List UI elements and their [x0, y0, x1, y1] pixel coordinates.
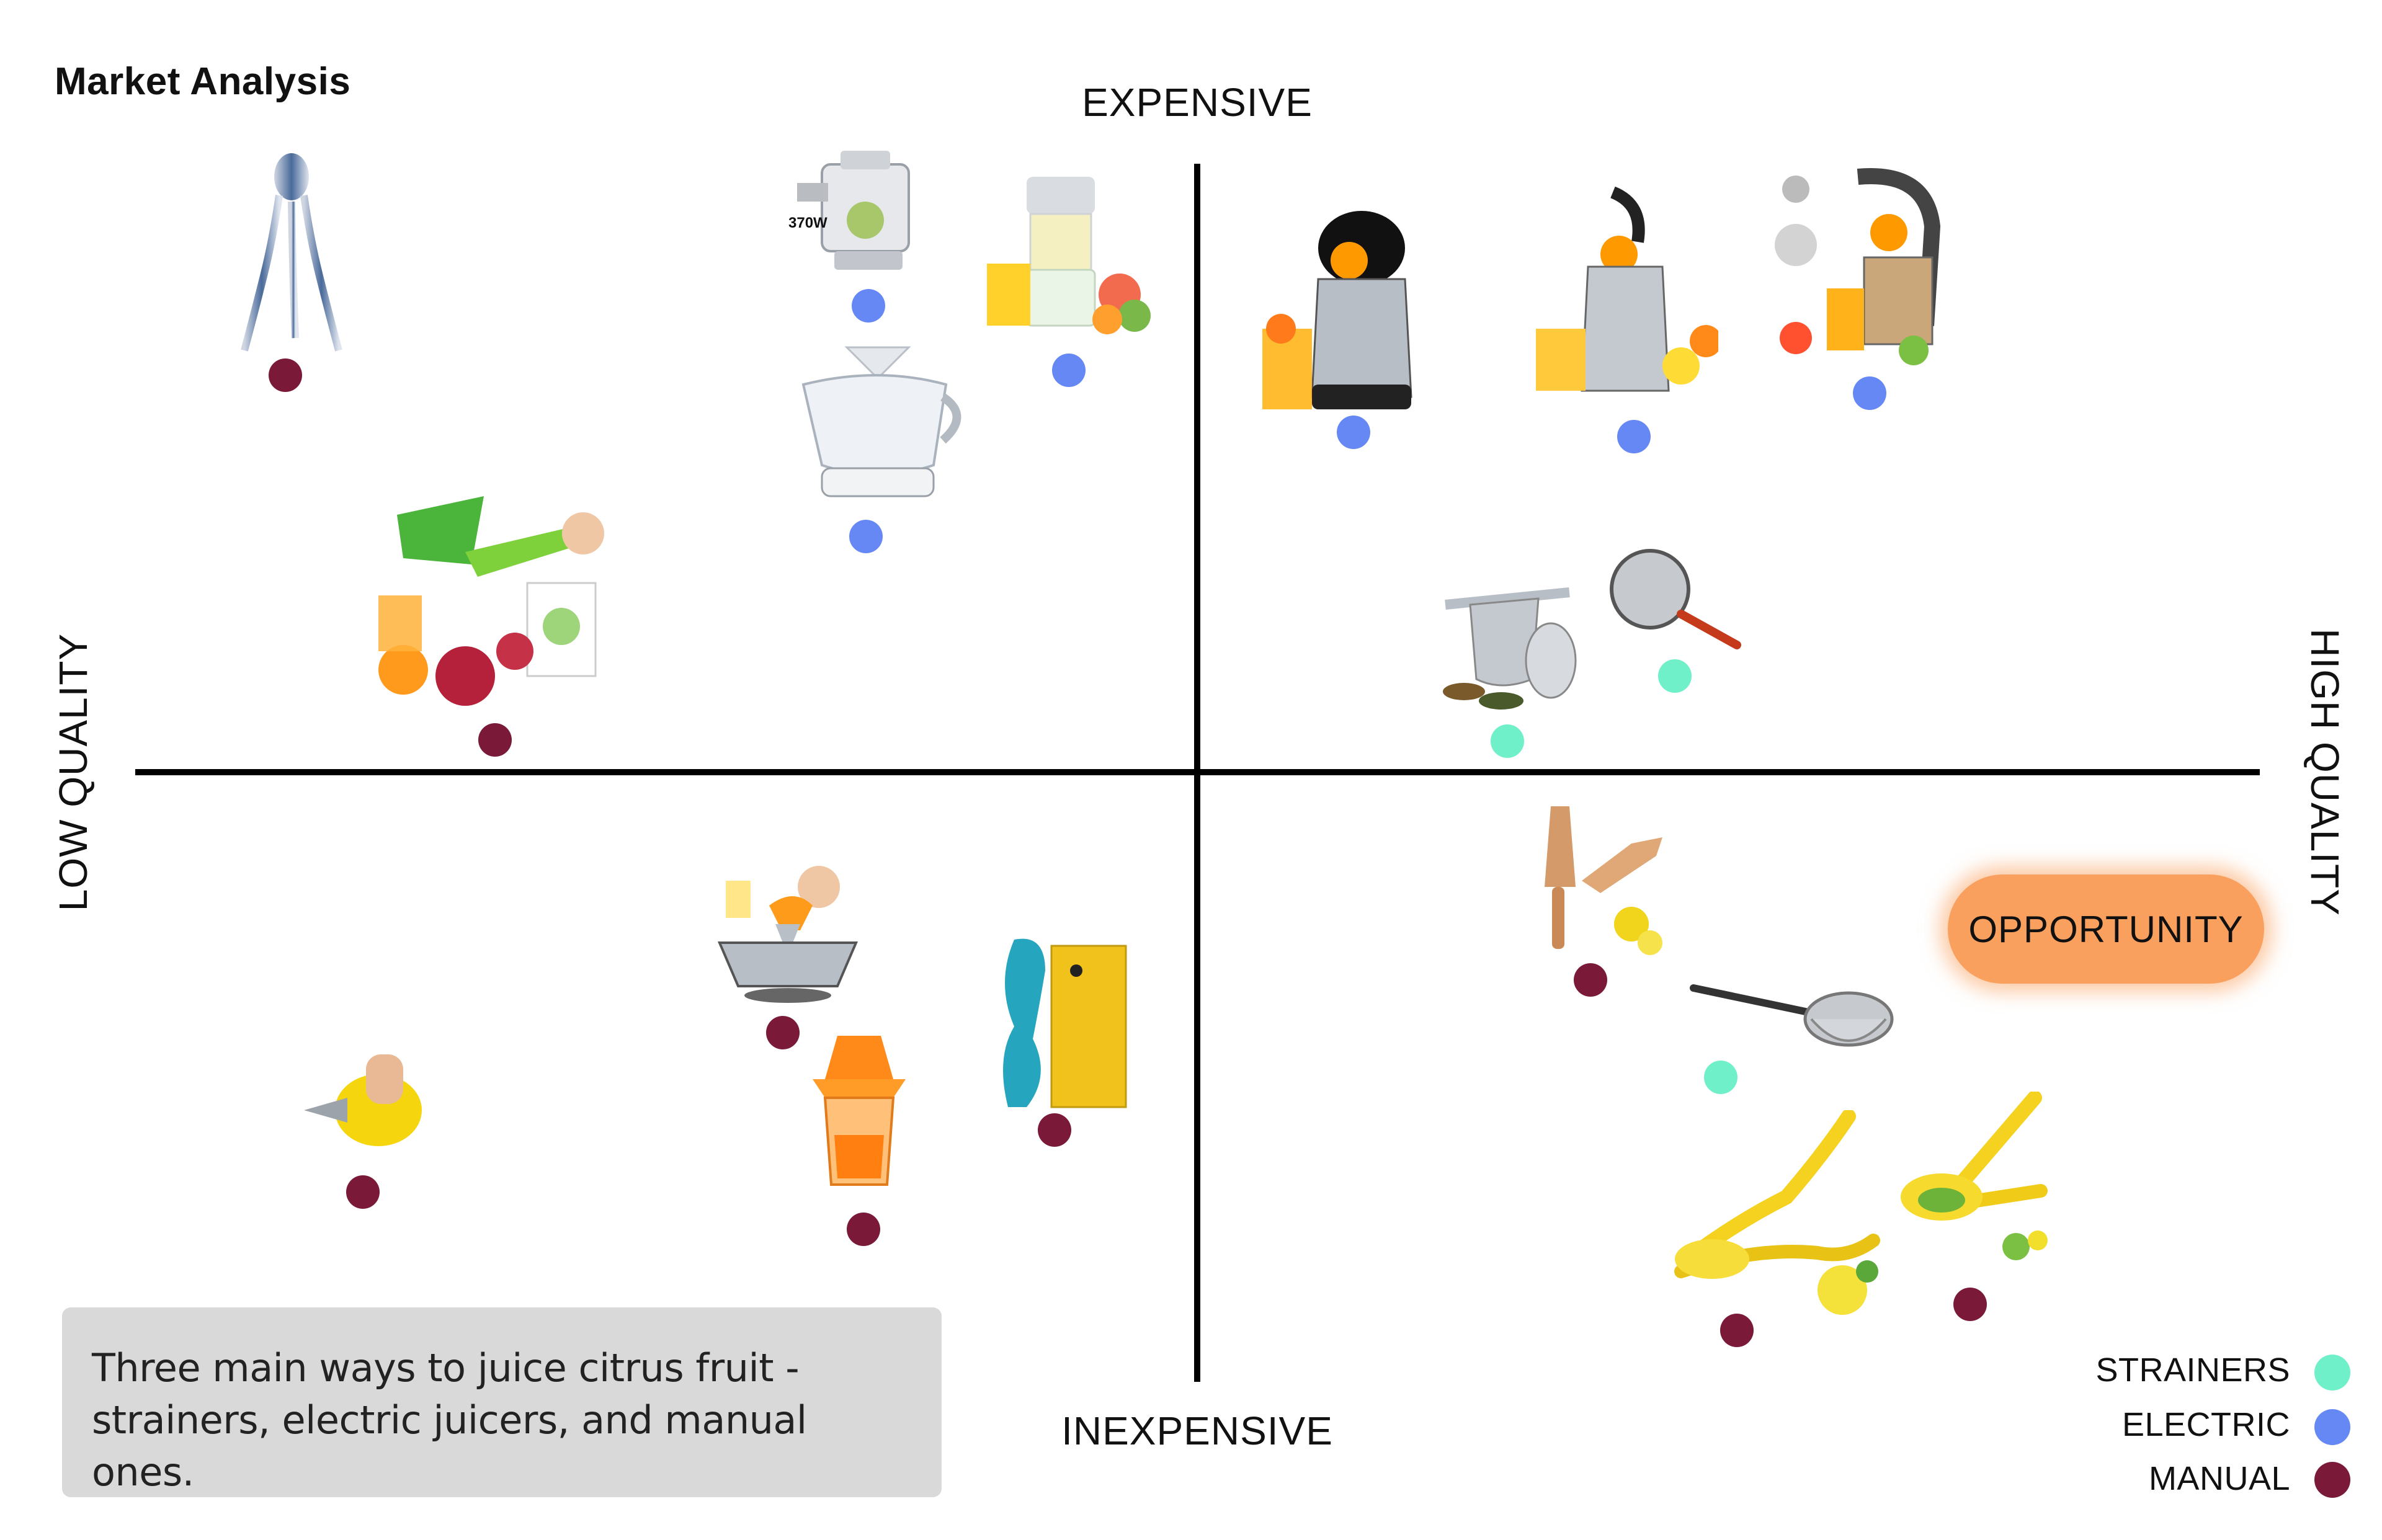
- electric-category-dot: [1337, 416, 1370, 449]
- vertical-axis-line: [1194, 164, 1200, 1382]
- product-steel-electric-press-image: [1532, 186, 1718, 409]
- product-arm-lever-electric-press-image: [1771, 164, 1951, 369]
- legend-label-strainers: STRAINERS: [2095, 1351, 2290, 1389]
- electric-category-dot: [1853, 376, 1886, 410]
- manual-category-dot: [478, 723, 512, 757]
- manual-category-dot: [1038, 1113, 1071, 1147]
- summary-note: Three main ways to juice citrus fruit - …: [62, 1307, 942, 1497]
- legend-label-electric: ELECTRIC: [2122, 1405, 2290, 1444]
- legend-label-manual: MANUAL: [2149, 1459, 2290, 1498]
- product-designer-spider-squeezer-image: [236, 152, 347, 357]
- electric-category-dot: [1052, 354, 1086, 387]
- product-clear-electric-citrus-press-image: [785, 341, 965, 509]
- electric-category-dot: [1617, 420, 1651, 453]
- electric-category-dot: [852, 289, 885, 323]
- manual-category-dot: [847, 1213, 880, 1246]
- product-yellow-lemon-squeezer-image: [1662, 1110, 1898, 1321]
- product-wattage-label: 370W: [788, 215, 827, 231]
- legend-electric-dot: [2314, 1409, 2350, 1445]
- legend-strainers-dot: [2314, 1355, 2350, 1391]
- opportunity-badge: OPPORTUNITY: [1948, 875, 2264, 984]
- product-mesh-splatter-strainer-image: [1607, 546, 1743, 651]
- strainer-category-dot: [1658, 659, 1692, 693]
- product-portable-citrus-juicer-image: [983, 164, 1151, 344]
- axis-label-expensive: EXPENSIVE: [1082, 79, 1313, 125]
- product-orange-plastic-reamer-jug-image: [800, 1030, 918, 1197]
- legend-manual-dot: [2314, 1462, 2350, 1498]
- product-wooden-reamer-image: [1526, 800, 1675, 961]
- axis-label-high-quality: HIGH QUALITY: [2302, 628, 2348, 916]
- strainer-category-dot: [1491, 724, 1524, 758]
- axis-label-inexpensive: INEXPENSIVE: [1061, 1408, 1333, 1454]
- product-octo-citrus-reamer-image: [989, 933, 1132, 1113]
- manual-category-dot: [1953, 1288, 1987, 1321]
- page-title: Market Analysis: [55, 60, 350, 104]
- electric-category-dot: [849, 520, 883, 553]
- product-black-lid-electric-juicer-image: [1256, 198, 1417, 422]
- axis-label-low-quality: LOW QUALITY: [50, 633, 96, 911]
- manual-category-dot: [269, 358, 302, 392]
- manual-category-dot: [1720, 1314, 1754, 1347]
- product-fine-mesh-strainer-image: [1687, 976, 1898, 1069]
- strainer-category-dot: [1704, 1061, 1737, 1094]
- manual-category-dot: [766, 1016, 800, 1049]
- product-tea-infuser-strainer-image: [1433, 574, 1582, 716]
- product-steel-reamer-bowl-image: [713, 862, 862, 1005]
- product-double-bowl-lemon-squeezer-image: [1892, 1092, 2053, 1265]
- product-steel-centrifugal-juicer-image: 370W: [785, 146, 940, 276]
- product-handheld-lemon-tap-image: [298, 1042, 428, 1166]
- manual-category-dot: [346, 1175, 380, 1209]
- product-lever-hand-juicer-green-image: [372, 490, 608, 707]
- manual-category-dot: [1574, 963, 1607, 997]
